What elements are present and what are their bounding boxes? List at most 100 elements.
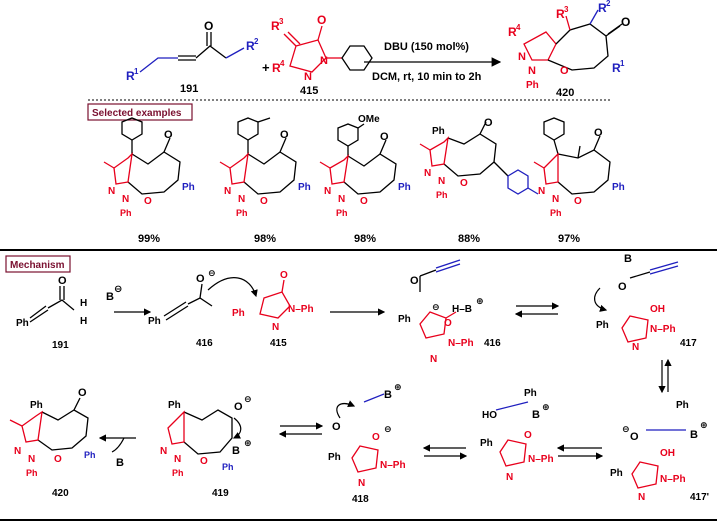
mech-417p-boron-charge: ⊕ bbox=[700, 420, 708, 430]
mech-191-base-charge: ⊖ bbox=[114, 284, 122, 295]
example-5: O N N Ph O Ph 97% bbox=[533, 117, 625, 245]
mech-416a-oxygen: O bbox=[410, 275, 419, 287]
mech-enol-pyraz-oxygen: O bbox=[524, 430, 532, 441]
mech-final-arrow: B bbox=[98, 434, 136, 469]
plus-sign: + bbox=[262, 60, 270, 75]
example-2-n2: N bbox=[224, 186, 231, 197]
example-4-ring-oxygen: O bbox=[460, 178, 468, 189]
example-4: Ph O N N Ph O 88% bbox=[419, 117, 539, 245]
mech-419-boron-charge: ⊕ bbox=[244, 438, 252, 448]
mech-420-n1: N bbox=[28, 454, 35, 465]
example-4-yield: 88% bbox=[458, 233, 480, 245]
mech-420-oxygen: O bbox=[78, 387, 87, 399]
mech-419-n1: N bbox=[174, 454, 181, 465]
mech-417p-n2: N bbox=[638, 492, 645, 503]
mech-enol-hydroxyl: HO bbox=[482, 410, 497, 421]
example-2-n1: N bbox=[238, 194, 245, 205]
mech-191: Ph O H H B ⊖ 191 bbox=[16, 275, 122, 351]
svg-text:Selected examples: Selected examples bbox=[92, 108, 182, 119]
mech-eq-arrow-2 bbox=[556, 444, 604, 460]
product-r4-superscript: 4 bbox=[516, 23, 521, 32]
mech-417p-phenyl-top: Ph bbox=[676, 400, 689, 411]
mech-label-416-enolate: 416 bbox=[196, 338, 213, 349]
mech-419-charge: ⊖ bbox=[244, 394, 252, 404]
mech-419-ring-oxygen: O bbox=[200, 456, 208, 467]
example-3-n2: N bbox=[324, 186, 331, 197]
pyrazolone-n1: N bbox=[320, 55, 328, 67]
mech-419-boron: B bbox=[232, 445, 240, 457]
mech-418-oxygen: O bbox=[332, 421, 341, 433]
example-1-yield: 99% bbox=[138, 233, 160, 245]
example-5-ring-oxygen: O bbox=[574, 196, 582, 207]
mech-417-oxygen: O bbox=[618, 281, 627, 293]
mech-419-n2: N bbox=[160, 446, 167, 457]
mech-418: B ⊕ O Ph O ⊖ N–Ph N 418 bbox=[328, 382, 406, 505]
pyrazolone-n2: N bbox=[304, 71, 312, 83]
mech-416a-hb: H–B bbox=[452, 304, 472, 315]
product-r1-superscript: 1 bbox=[620, 59, 625, 68]
mech-enol-n-phenyl: N–Ph bbox=[528, 454, 554, 465]
compound-label-191: 191 bbox=[180, 83, 198, 95]
mech-419-n-phenyl: Ph bbox=[172, 468, 184, 478]
mech-417-phenyl: Ph bbox=[596, 320, 609, 331]
product-r3-superscript: 3 bbox=[564, 5, 569, 14]
r2-superscript: 2 bbox=[254, 37, 259, 46]
mech-420: Ph O N N Ph O Ph 420 bbox=[9, 387, 96, 499]
mech-eq-arrow-1 bbox=[514, 302, 560, 318]
mech-enol-boron-charge: ⊕ bbox=[542, 402, 550, 412]
mech-416-adduct: O ⊖ H–B ⊕ Ph O N–Ph N 416 bbox=[398, 259, 501, 365]
mech-416a-n-phenyl: N–Ph bbox=[448, 338, 474, 349]
example-1-n2: N bbox=[108, 186, 115, 197]
r1-label: R bbox=[126, 69, 135, 83]
example-3: OMe O N N Ph O Ph 98% bbox=[319, 114, 411, 245]
mech-417: B O Ph OH N–Ph N 417 bbox=[594, 253, 697, 353]
mech-label-416-adduct: 416 bbox=[484, 338, 501, 349]
example-5-yield: 97% bbox=[558, 233, 580, 245]
mech-label-415: 415 bbox=[270, 338, 287, 349]
svg-text:Mechanism: Mechanism bbox=[10, 260, 65, 271]
mech-420-ring-oxygen: O bbox=[54, 454, 62, 465]
mech-417-prime: Ph B ⊕ O ⊖ Ph OH N–Ph N 417' bbox=[610, 400, 709, 503]
example-1-ring-oxygen: O bbox=[144, 196, 152, 207]
example-2-yield: 98% bbox=[254, 233, 276, 245]
example-5-n2: N bbox=[538, 186, 545, 197]
example-3-n-phenyl: Ph bbox=[336, 208, 348, 218]
product-r4-label: R bbox=[508, 25, 517, 39]
example-2-n-phenyl: Ph bbox=[236, 208, 248, 218]
mech-417p-oxygen: O bbox=[630, 431, 639, 443]
compound-label-420: 420 bbox=[556, 87, 574, 99]
product-r2-superscript: 2 bbox=[606, 0, 611, 8]
example-3-methoxy: OMe bbox=[358, 114, 380, 125]
mech-415-phenyl: Ph bbox=[232, 308, 245, 319]
reagent-text: DBU (150 mol%) bbox=[384, 41, 469, 53]
example-4-oxygen: O bbox=[484, 117, 493, 129]
mech-191-h-lower: H bbox=[80, 316, 87, 327]
ketone-oxygen: O bbox=[204, 19, 213, 33]
example-1-n1: N bbox=[122, 194, 129, 205]
example-4-n2: N bbox=[424, 168, 431, 179]
mech-enol-intermediate: Ph B ⊕ HO Ph O N–Ph N bbox=[480, 388, 554, 483]
example-2-ring-oxygen: O bbox=[260, 196, 268, 207]
mech-415-n2: N bbox=[272, 322, 279, 333]
compound-label-415: 415 bbox=[300, 85, 318, 97]
pyrazolone-oxygen: O bbox=[317, 13, 326, 27]
mech-191-phenyl: Ph bbox=[16, 318, 29, 329]
example-3-ring-oxygen: O bbox=[360, 196, 368, 207]
mech-416a-hb-charge: ⊕ bbox=[476, 296, 484, 306]
mech-418-n2: N bbox=[358, 478, 365, 489]
example-3-phenyl: Ph bbox=[398, 182, 411, 193]
mech-416-charge: ⊖ bbox=[208, 268, 216, 278]
example-1-n-phenyl: Ph bbox=[120, 208, 132, 218]
product-n-phenyl: Ph bbox=[526, 80, 539, 91]
r4-superscript: 4 bbox=[280, 59, 285, 68]
mech-eq-arrow-3 bbox=[422, 444, 468, 460]
r3-superscript: 3 bbox=[279, 17, 284, 26]
mech-enol-phenyl: Ph bbox=[480, 438, 493, 449]
mech-417-n-phenyl: N–Ph bbox=[650, 324, 676, 335]
example-3-yield: 98% bbox=[354, 233, 376, 245]
mech-419-oxygen: O bbox=[234, 401, 243, 413]
mech-417-base: B bbox=[624, 253, 632, 265]
mech-191-base: B bbox=[106, 291, 114, 303]
product-r1-label: R bbox=[612, 61, 621, 75]
product-ketone-oxygen: O bbox=[621, 15, 630, 29]
